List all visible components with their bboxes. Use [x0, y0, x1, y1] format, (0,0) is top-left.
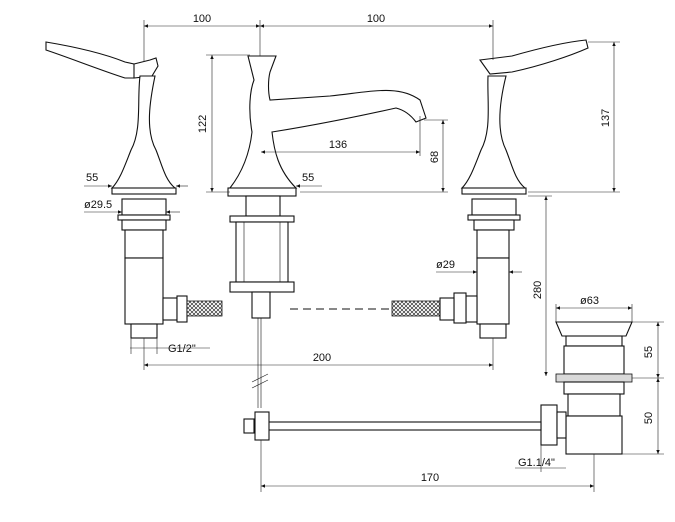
dim-inlet-thread: G1/2": [168, 343, 196, 355]
right-handle-valve: [391, 39, 589, 339]
dim-mounting-height: 280: [532, 281, 544, 299]
spout-body: [227, 55, 427, 408]
left-handle-valve: [45, 41, 223, 339]
dim-left-base: 55: [86, 172, 98, 184]
dim-spout-height: 122: [197, 115, 209, 133]
dim-drain-lower: 50: [643, 412, 655, 424]
dim-center-base: 55: [302, 172, 314, 184]
dim-centers: 200: [313, 352, 331, 364]
dim-drain-dia: ø63: [580, 295, 599, 307]
dim-drain-reach: 170: [421, 472, 439, 484]
dim-spout-clearance: 68: [429, 151, 441, 163]
dim-drain-thread: G1.1/4": [518, 457, 555, 469]
dim-drain-upper: 55: [643, 346, 655, 358]
popup-drain: [243, 321, 633, 455]
dim-top-left: 100: [193, 13, 211, 25]
dim-spout-reach: 136: [329, 139, 347, 151]
dim-left-shank: ø29.5: [84, 199, 112, 211]
dim-right-shank: ø29: [436, 259, 455, 271]
dimension-labels: 100 100 122 137 136 68 55 55 ø29.5 ø29 2…: [84, 13, 655, 484]
dim-top-right: 100: [367, 13, 385, 25]
dimension-lines: [84, 20, 664, 492]
dim-handle-height: 137: [600, 109, 612, 127]
